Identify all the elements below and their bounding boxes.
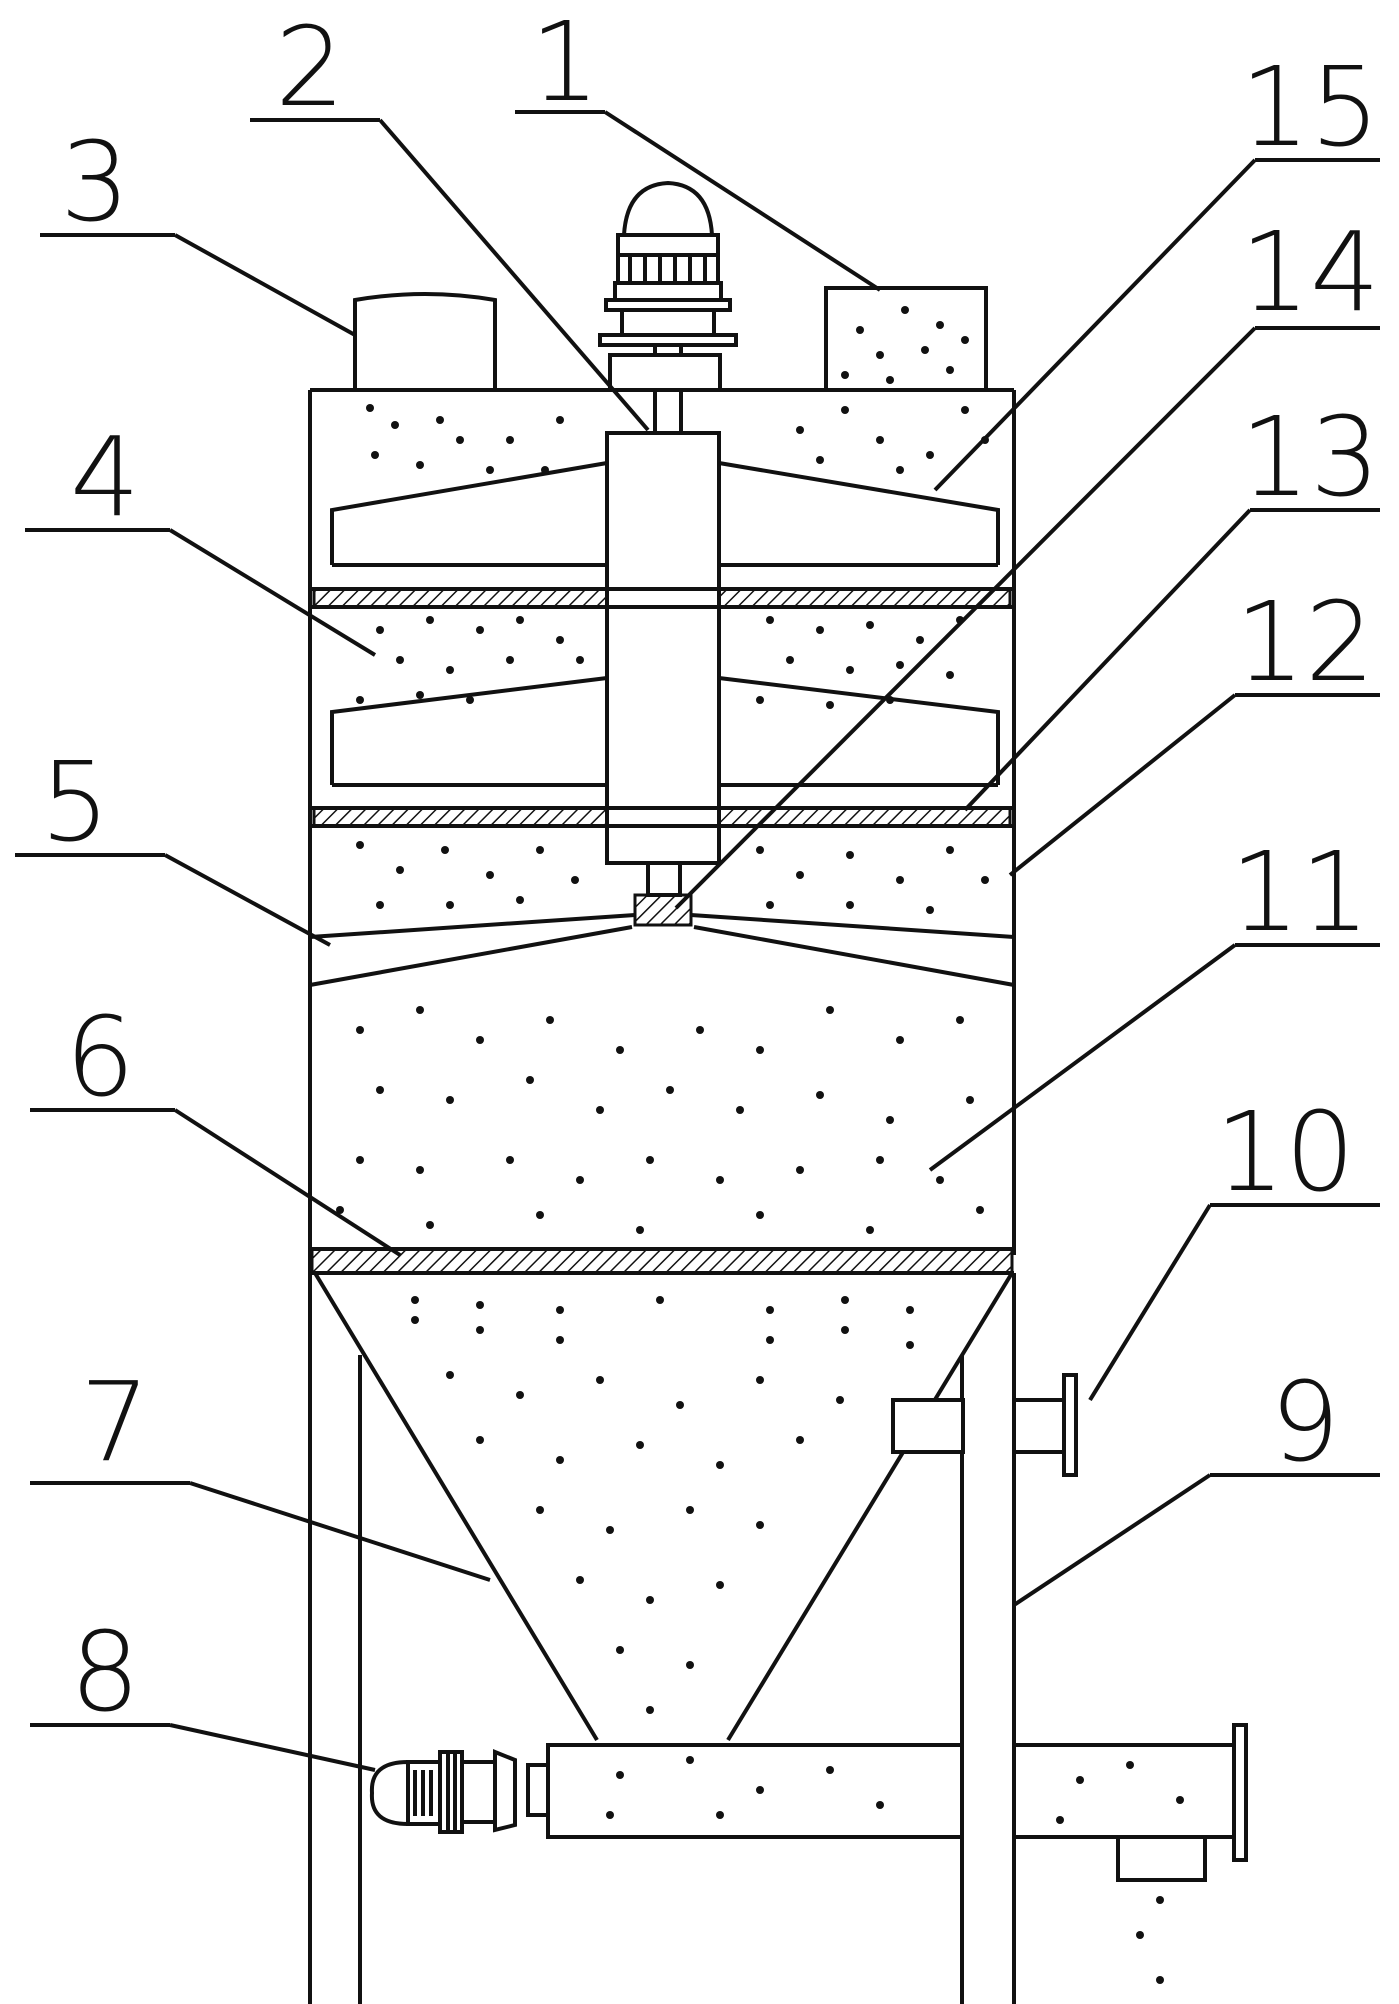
upper-blades	[330, 461, 1000, 567]
legs	[358, 1273, 1016, 2004]
screw-conveyor	[546, 1723, 1248, 1882]
labels: 2 1 15 3 14 4 13 12 5 11 6 10 7 9 8	[40, 0, 1380, 1736]
label-14: 14	[1240, 208, 1380, 336]
label-4: 4	[70, 413, 140, 541]
lower-blades	[330, 676, 1000, 787]
label-3: 3	[60, 118, 130, 246]
side-outlet	[891, 1373, 1078, 1477]
label-9: 9	[1270, 1358, 1340, 1486]
hopper-1	[824, 286, 988, 392]
label-6: 6	[65, 993, 135, 1121]
hopper-3	[353, 292, 497, 392]
label-5: 5	[40, 738, 110, 866]
shaft-stub	[646, 861, 682, 897]
funnel	[313, 1271, 1014, 1742]
label-7: 7	[80, 1358, 150, 1486]
label-12: 12	[1235, 578, 1375, 706]
lower-screen	[310, 1247, 1014, 1275]
label-10: 10	[1215, 1088, 1355, 1216]
cone-deflector	[309, 913, 1015, 987]
conveyor-motor	[369, 1749, 550, 1834]
motor-fins	[628, 255, 707, 282]
label-11: 11	[1230, 828, 1370, 956]
label-2: 2	[275, 3, 345, 131]
label-13: 13	[1240, 393, 1380, 521]
particles	[336, 404, 1184, 1984]
label-1: 1	[530, 0, 600, 126]
upper-screen	[312, 587, 1012, 609]
leader-lines	[15, 110, 1380, 1772]
label-8: 8	[70, 1608, 140, 1736]
bearing-seat	[608, 353, 722, 392]
middle-screen	[312, 806, 1012, 828]
label-15: 15	[1240, 43, 1380, 171]
central-shaft	[605, 431, 721, 865]
